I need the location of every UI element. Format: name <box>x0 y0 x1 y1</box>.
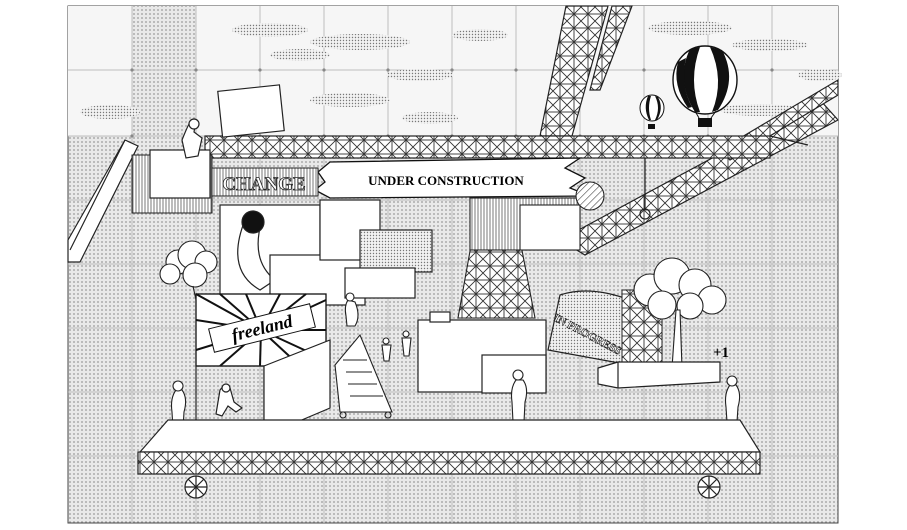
change-sign: CHANGE <box>211 167 319 197</box>
under-construction-banner: UNDER CONSTRUCTION <box>313 157 591 199</box>
ladder-icon <box>67 139 139 263</box>
truss-tower <box>457 181 605 319</box>
central-block <box>417 311 547 394</box>
ladder-icon <box>334 333 393 419</box>
plus-one-text: +1 <box>713 345 729 361</box>
tree-icon <box>633 257 727 369</box>
cloud-icon <box>80 21 842 124</box>
change-sign-text: CHANGE <box>222 174 305 195</box>
glass-box <box>195 339 331 437</box>
banner-text: UNDER CONSTRUCTION <box>368 173 524 188</box>
hot-air-balloon-icon <box>639 94 665 129</box>
wheel-icon <box>697 475 721 499</box>
crane-icon <box>204 5 839 256</box>
planter-box <box>597 361 721 389</box>
cloud-icon <box>159 240 218 301</box>
lift-platform <box>149 84 285 199</box>
wheel-icon <box>184 475 208 499</box>
in-progress-ramp: IN PROGRESS <box>547 290 631 366</box>
trailer-bed <box>137 419 762 475</box>
hot-air-balloon-icon <box>672 45 738 127</box>
